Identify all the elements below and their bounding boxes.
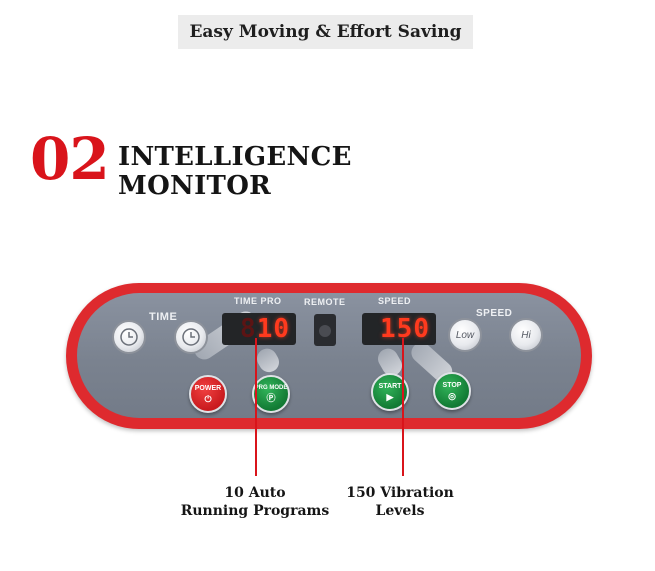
label-remote: REMOTE — [304, 297, 346, 307]
control-panel — [66, 283, 592, 429]
label-speed-right: SPEED — [476, 308, 513, 319]
caption-programs-line2: Running Programs — [180, 503, 330, 519]
speed-low-label: Low — [455, 329, 475, 341]
section-title: INTELLIGENCE MONITOR — [118, 143, 352, 201]
speed-hi-label: Hi — [521, 329, 531, 341]
speed-hi-button[interactable]: Hi — [509, 318, 543, 352]
pointer-line-programs — [255, 338, 257, 476]
caption-programs-line1: 10 Auto — [224, 485, 286, 501]
program-icon: Ⓟ — [266, 393, 276, 403]
power-label: POWER — [194, 384, 222, 392]
stop-label: STOP — [442, 381, 462, 389]
stop-button[interactable]: STOP ◎ — [433, 372, 471, 410]
power-button[interactable]: POWER ⏻ — [189, 375, 227, 413]
speed-display-value: 150 — [380, 314, 430, 344]
play-icon: ▶ — [386, 391, 394, 402]
caption-levels-line2: Levels — [375, 503, 425, 519]
remote-sensor — [314, 314, 336, 346]
time-display-ghost: 8 — [240, 314, 257, 344]
section-number: 02 — [30, 125, 110, 193]
power-icon: ⏻ — [204, 393, 212, 404]
speed-display: 150 — [362, 313, 436, 345]
start-label: START — [378, 382, 402, 390]
prg-mode-label: PRG MODE — [254, 385, 288, 391]
time-down-button[interactable] — [112, 320, 146, 354]
caption-levels-line1: 150 Vibration — [346, 485, 454, 501]
stop-icon: ◎ — [448, 390, 456, 401]
clock-icon — [120, 328, 138, 346]
pointer-line-levels — [402, 338, 404, 476]
caption-levels: 150 Vibration Levels — [330, 484, 470, 520]
caption-programs: 10 Auto Running Programs — [170, 484, 340, 520]
banner: Easy Moving & Effort Saving — [178, 15, 473, 49]
label-speed-top: SPEED — [378, 296, 412, 306]
label-time-pro: TIME PRO — [234, 296, 282, 306]
label-time: TIME — [149, 311, 178, 323]
section-title-line1: INTELLIGENCE — [118, 142, 352, 172]
control-panel-face — [77, 293, 581, 418]
clock-icon — [182, 328, 200, 346]
time-up-button[interactable] — [174, 320, 208, 354]
time-display-value: 10 — [256, 314, 290, 344]
speed-low-button[interactable]: Low — [448, 318, 482, 352]
time-display: 8 10 — [222, 313, 296, 345]
section-title-line2: MONITOR — [118, 171, 272, 201]
prg-mode-button[interactable]: PRG MODE Ⓟ — [252, 375, 290, 413]
